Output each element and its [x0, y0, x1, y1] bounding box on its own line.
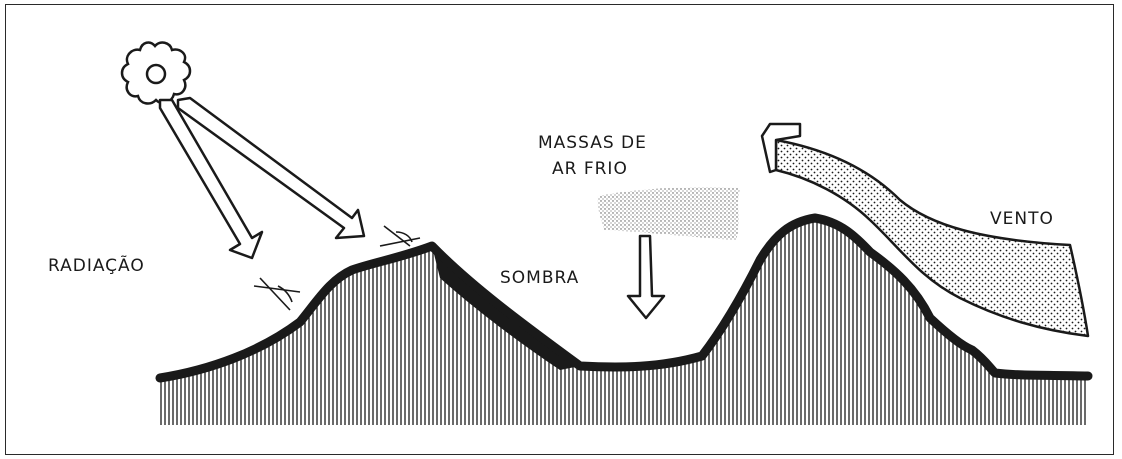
label-cold-air-line1: MASSAS DE [538, 133, 647, 153]
label-shadow: SOMBRA [500, 268, 579, 288]
label-radiation: RADIAÇÃO [48, 254, 145, 276]
arrow-down-icon [626, 234, 666, 320]
sun-icon [120, 41, 192, 105]
terrain-hatch [160, 218, 1088, 425]
radiation-arrow-right [176, 96, 366, 240]
label-wind: VENTO [990, 209, 1054, 229]
label-cold-air-line2: AR FRIO [552, 159, 628, 179]
angle-mark-left [253, 277, 301, 311]
curved-arrow-icon [760, 122, 1090, 338]
cold-air-mass [597, 187, 740, 240]
terrain-outline [155, 213, 1093, 383]
radiation-arrow-left [158, 98, 264, 260]
angle-mark-right [379, 225, 421, 247]
